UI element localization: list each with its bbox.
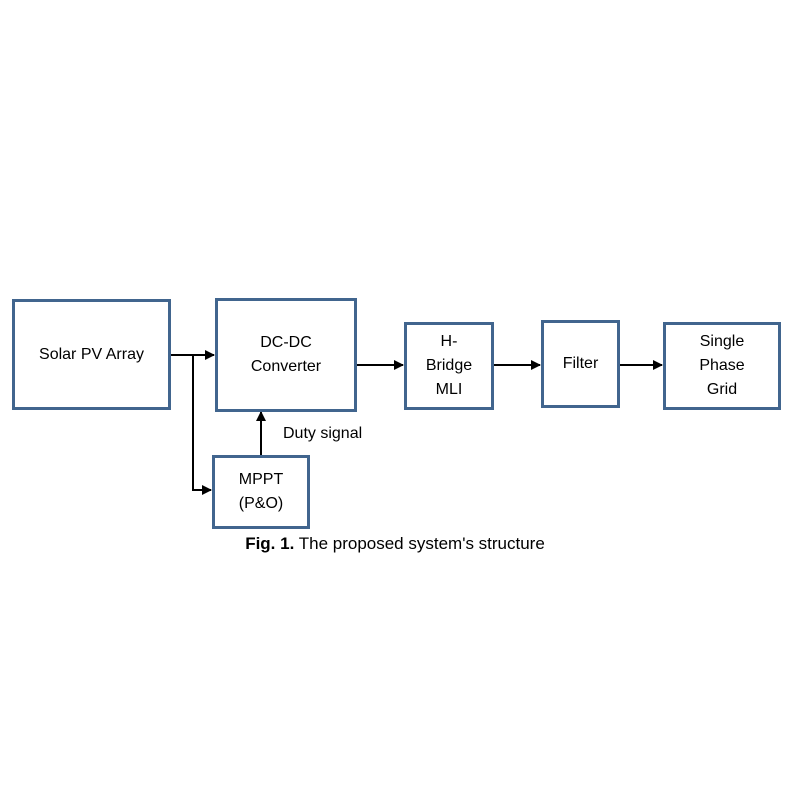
dc-dc-converter-label: DC-DC Converter <box>250 334 322 375</box>
single-phase-grid-block: Single Phase Grid <box>663 322 781 410</box>
duty-signal-label: Duty signal <box>283 425 363 442</box>
solar-pv-array-block: Solar PV Array <box>12 299 171 410</box>
h-bridge-mli-label: H- Bridge MLI <box>425 333 473 398</box>
dc-dc-converter-block: DC-DC Converter <box>215 298 357 412</box>
arrow-solar-to-mppt <box>192 355 212 495</box>
h-bridge-mli-block: H- Bridge MLI <box>404 322 494 410</box>
mppt-block: MPPT (P&O) <box>212 455 310 529</box>
figure-caption: Fig. 1. The proposed system's structure <box>0 534 790 554</box>
single-phase-grid-label: Single Phase Grid <box>699 333 745 398</box>
filter-block: Filter <box>541 320 620 408</box>
filter-label: Filter <box>562 355 599 372</box>
figure-caption-text: The proposed system's structure <box>298 534 545 553</box>
mppt-label: MPPT (P&O) <box>238 471 284 512</box>
figure-caption-prefix: Fig. 1. <box>245 534 295 553</box>
solar-pv-array-label: Solar PV Array <box>39 345 144 363</box>
